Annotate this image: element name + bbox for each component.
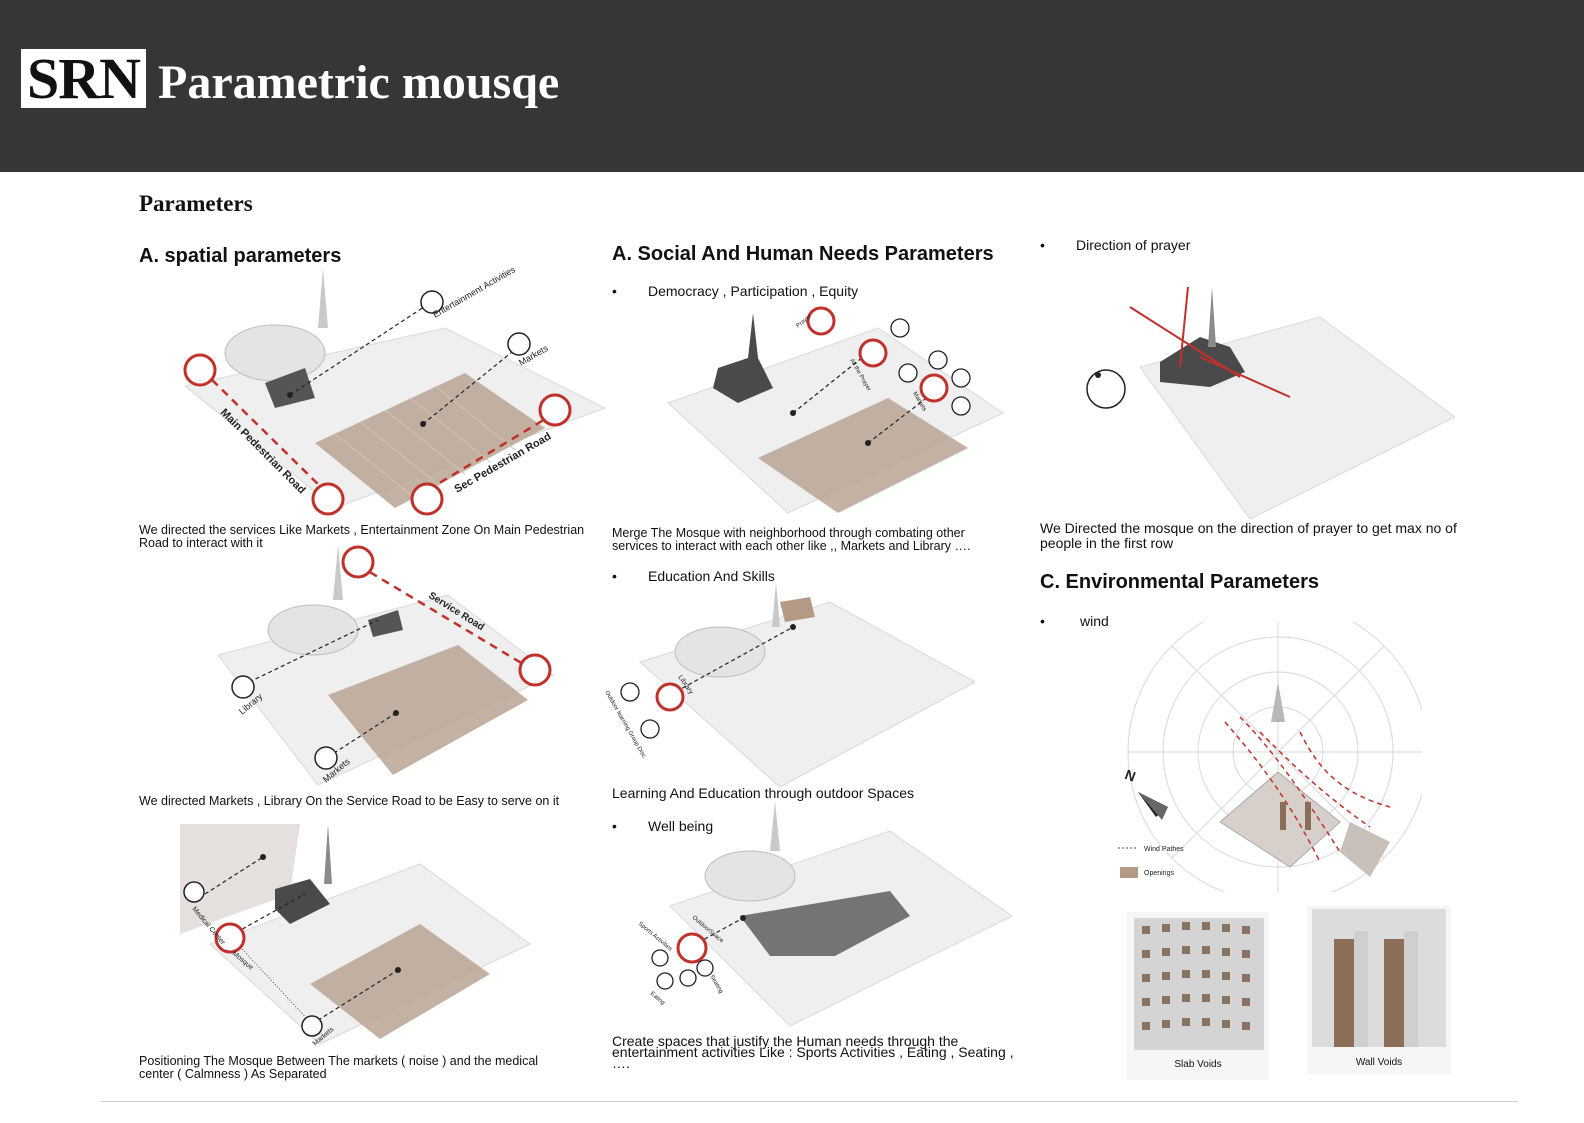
wall-voids-label: Wall Voids (1355, 1057, 1403, 1068)
legend-openings: Openings (1144, 870, 1174, 877)
spatial-heading: A. spatial parameters (139, 245, 342, 267)
legend-wind: Wind Pathes (1144, 846, 1184, 853)
label-sports: Sports Activities (637, 921, 673, 953)
label-entertainment: Entertainment Activities (431, 268, 517, 320)
direction-caption: We Directed the mosque on the direction … (1040, 520, 1457, 551)
prayer-direction-diagram (1070, 287, 1455, 519)
north-label: N (1123, 766, 1138, 784)
footer-divider (100, 1101, 1518, 1102)
logo: SRN (21, 49, 146, 108)
spatial-caption-2: We directed Markets , Library On the Ser… (139, 794, 560, 808)
wall-voids-card: Wall Voids (1307, 906, 1451, 1074)
slab-voids-label: Slab Voids (1174, 1059, 1222, 1070)
spatial-caption-3: Positioning The Mosque Between The marke… (139, 1054, 539, 1081)
spatial-diagram-2: Service Road Library Markets (198, 545, 568, 795)
wind-diagram: N Wind Pathes Openings (1100, 622, 1422, 892)
social-diagram-2: Library Outdoor learning Group Disc (580, 582, 975, 790)
bullet-democracy: •Democracy , Participation , Equity (612, 283, 859, 299)
social-diagram-3: OutdoorSpace Sports Activities Eating Se… (620, 796, 1012, 1032)
social-caption-3: Create spaces that justify the Human nee… (612, 1033, 1014, 1071)
page-title: Parametric mousqe (158, 56, 560, 109)
bullet-education: •Education And Skills (612, 568, 775, 584)
spatial-diagram-1: Entertainment Activities Markets Main Pe… (145, 268, 615, 520)
header-bar: SRN Parametric mousqe (0, 0, 1584, 172)
social-caption-2: Learning And Education through outdoor S… (612, 785, 915, 801)
slab-voids-card: Slab Voids (1127, 912, 1269, 1080)
bullet-wellbeing: •Well being (612, 818, 714, 834)
label-eating: Eating (649, 991, 666, 1007)
social-diagram-1: Prayer All the Prayer Markets (638, 298, 1011, 520)
spatial-diagram-3: Medical Center Mosque Markets (180, 824, 535, 1052)
label-seating: Seating (708, 974, 723, 995)
environmental-heading: C. Environmental Parameters (1040, 571, 1319, 593)
social-caption-1: Merge The Mosque with neighborhood throu… (612, 526, 971, 553)
spatial-caption-1: We directed the services Like Markets , … (139, 523, 585, 550)
social-heading: A. Social And Human Needs Parameters (612, 243, 994, 265)
bullet-direction: •Direction of prayer (1040, 237, 1191, 253)
section-title: Parameters (139, 191, 253, 216)
bullet-wind: •wind (1040, 613, 1109, 629)
